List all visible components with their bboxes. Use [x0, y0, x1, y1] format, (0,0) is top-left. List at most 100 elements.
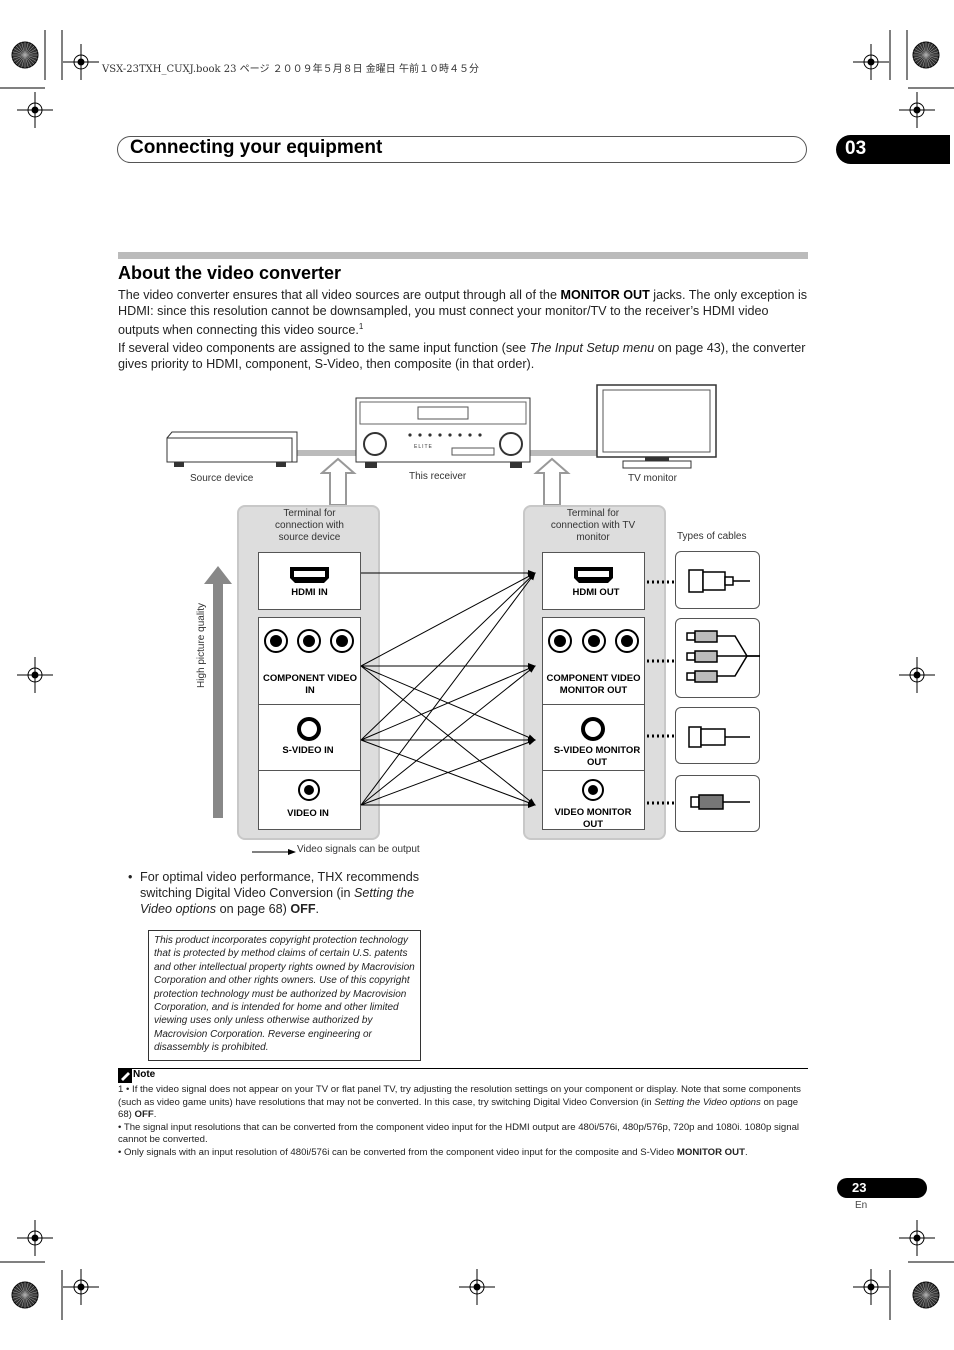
- sunburst-ray: [925, 1294, 933, 1307]
- sunburst-ray: [24, 54, 32, 67]
- panel-arrows: [320, 457, 571, 506]
- receiver-label: This receiver: [409, 471, 467, 482]
- sunburst-ray: [13, 1294, 26, 1302]
- registration-dot: [867, 58, 875, 66]
- sunburst-ray: [925, 1294, 930, 1308]
- sunburst-ray: [24, 1283, 32, 1296]
- sunburst-ray: [913, 54, 927, 59]
- registration-dot: [31, 671, 39, 679]
- component-cable-icon: [686, 630, 760, 683]
- registration-dot: [913, 106, 921, 114]
- s-video-in-label: S-VIDEO IN: [282, 745, 334, 756]
- sunburst-ray: [15, 54, 26, 65]
- sunburst-ray: [13, 48, 26, 56]
- hdmi-connector-icon: [290, 567, 329, 583]
- hdmi-out-label: HDMI OUT: [572, 587, 620, 598]
- sunburst-ray: [914, 48, 927, 56]
- signal-lines: [252, 570, 536, 855]
- sunburst-ray: [24, 51, 38, 56]
- sunburst-ray: [24, 1291, 38, 1296]
- sunburst-ray: [24, 1294, 29, 1308]
- component-video-in-label: COMPONENT VIDEO IN: [263, 673, 357, 696]
- registration-target-icon: [863, 1279, 879, 1295]
- sunburst-ray: [916, 1294, 927, 1305]
- sunburst-ray: [922, 42, 927, 56]
- sunburst-ray: [13, 54, 26, 62]
- note-heading: Note: [133, 1069, 156, 1080]
- sunburst-ray: [914, 1294, 927, 1302]
- sunburst-ray: [925, 1291, 939, 1296]
- source-device-label: Source device: [190, 473, 254, 484]
- sunburst-ray: [925, 43, 933, 56]
- sunburst-ray: [21, 1282, 26, 1296]
- sunburst-ray: [922, 54, 927, 68]
- registration-dot: [473, 1283, 481, 1291]
- registration-target-icon: [469, 1279, 485, 1295]
- sunburst-ray: [24, 43, 32, 56]
- sunburst-ray: [24, 42, 29, 56]
- sunburst-ray: [916, 54, 927, 65]
- sunburst-ray: [15, 45, 26, 56]
- sunburst-ray: [925, 54, 933, 67]
- sunburst-ray: [913, 51, 927, 56]
- tv-monitor-label: TV monitor: [628, 473, 677, 484]
- sunburst-ray: [24, 54, 37, 62]
- sunburst-ray: [24, 1282, 29, 1296]
- tv-terminal-label: Terminal for connection with TV monitor: [550, 508, 636, 543]
- sunburst-ray: [916, 1285, 927, 1296]
- sunburst-ray: [21, 54, 26, 68]
- page-number-tab: [837, 1178, 927, 1198]
- page-header-title: Connecting your equipment: [130, 137, 383, 158]
- sunburst-ray: [18, 1283, 26, 1296]
- thx-bullet: • For optimal video performance, THX rec…: [128, 870, 420, 916]
- sunburst-ray: [925, 42, 930, 56]
- composite-cable-icon: [690, 794, 750, 810]
- sunburst-ray: [925, 54, 930, 68]
- sunburst-ray: [916, 45, 927, 56]
- hdmi-connector-icon: [574, 567, 613, 583]
- sunburst-ray: [24, 1285, 35, 1296]
- quality-label: High picture quality: [196, 602, 207, 688]
- sunburst-ray: [24, 48, 37, 56]
- sunburst-ray: [925, 48, 938, 56]
- chapter-number: 03: [845, 138, 867, 159]
- sunburst-ray: [24, 54, 38, 59]
- registration-target-icon: [863, 54, 879, 70]
- registration-target-icon: [909, 1230, 925, 1246]
- video-monitor-out-label: VIDEO MONITOR OUT: [554, 807, 632, 830]
- sunburst-ray: [919, 1283, 927, 1296]
- component-jack-icon: [264, 629, 639, 653]
- sunburst-ray: [922, 1282, 927, 1296]
- sunburst-ray: [925, 1294, 939, 1299]
- registration-target-icon: [73, 1279, 89, 1295]
- page-number: 23: [852, 1180, 867, 1195]
- registration-target-icon: [909, 102, 925, 118]
- section-divider: [118, 252, 808, 259]
- sunburst-ray: [919, 43, 927, 56]
- sunburst-ray: [925, 1294, 936, 1305]
- sunburst-ray: [925, 1288, 938, 1296]
- priority-paragraph: If several video components are assigned…: [118, 341, 806, 371]
- sunburst-ray: [925, 54, 938, 62]
- source-terminal-label: Terminal for connection with source devi…: [275, 508, 344, 543]
- registration-dot: [77, 58, 85, 66]
- receiver-brand: ELITE: [414, 444, 433, 450]
- quality-arrow: [204, 566, 232, 818]
- sunburst-ray: [24, 54, 29, 68]
- hdmi-cable-icon: [688, 569, 750, 593]
- sunburst-ray: [919, 1294, 927, 1307]
- registration-dot: [31, 1234, 39, 1242]
- legend-label: Video signals can be output: [297, 844, 420, 855]
- language-code: En: [855, 1200, 868, 1211]
- device-illustrations: [166, 384, 717, 469]
- sunburst-ray: [925, 1285, 936, 1296]
- sunburst-ray: [24, 1294, 32, 1307]
- sunburst-ray: [24, 1294, 37, 1302]
- sunburst-ray: [925, 1283, 933, 1296]
- cable-icons: [686, 569, 760, 810]
- sunburst-ray: [12, 51, 26, 56]
- sunburst-ray: [925, 51, 939, 56]
- sunburst-ray: [913, 1294, 927, 1299]
